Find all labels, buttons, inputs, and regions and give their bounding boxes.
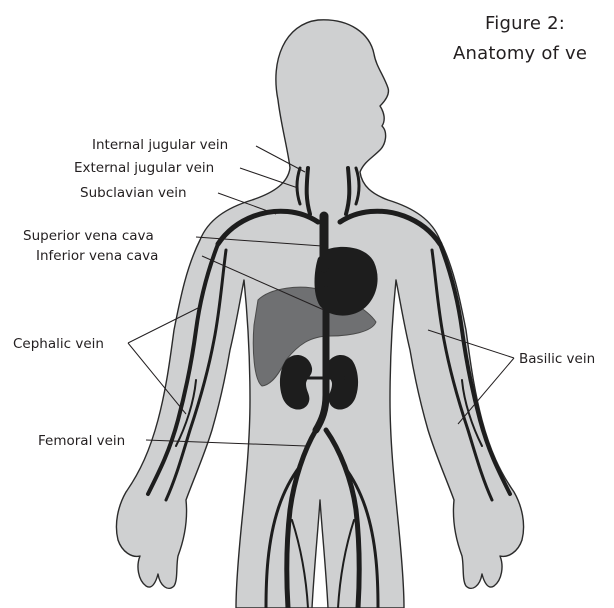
label-basilic-vein: Basilic vein: [519, 351, 595, 367]
label-femoral-vein: Femoral vein: [38, 433, 125, 449]
label-internal-jugular-vein: Internal jugular vein: [92, 137, 228, 153]
label-subclavian-vein: Subclavian vein: [80, 185, 187, 201]
label-superior-vena-cava: Superior vena cava: [23, 228, 154, 244]
label-cephalic-vein: Cephalic vein: [13, 336, 104, 352]
label-inferior-vena-cava: Inferior vena cava: [36, 248, 158, 264]
label-external-jugular-vein: External jugular vein: [74, 160, 214, 176]
